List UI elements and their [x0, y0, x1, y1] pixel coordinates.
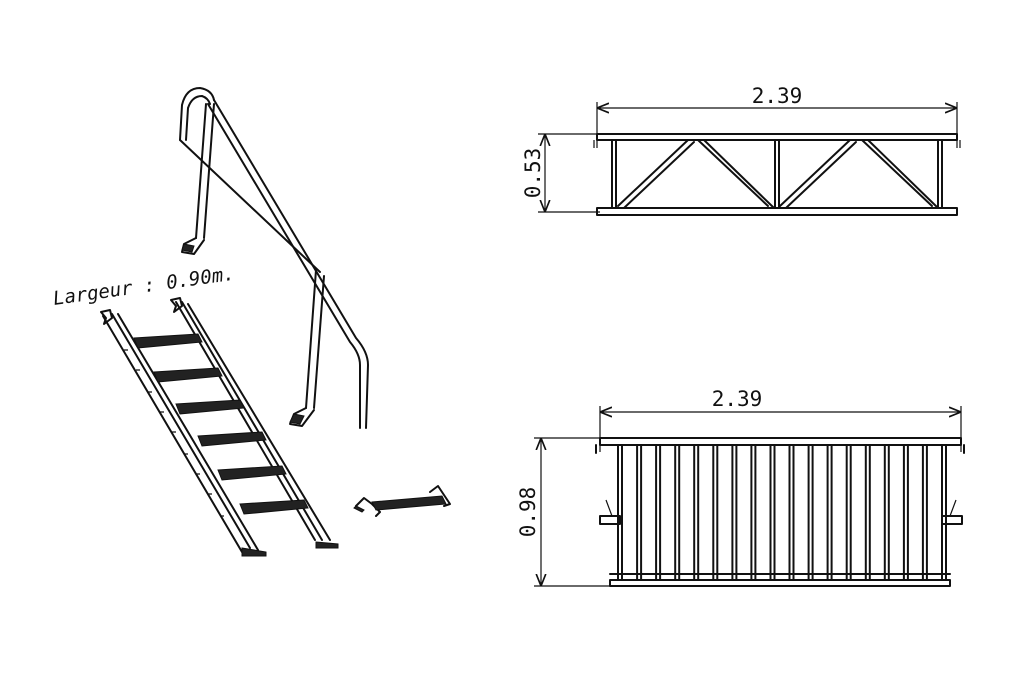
railing-length-label: 2.39 [712, 387, 763, 411]
handrail [179, 87, 369, 429]
tread-5 [217, 465, 287, 481]
tread-6 [239, 499, 309, 515]
truss-length-label: 2.39 [752, 84, 803, 108]
railing-height-label: 0.98 [516, 487, 540, 538]
truss-height-label: 0.53 [521, 148, 545, 199]
tread-2 [153, 367, 223, 383]
tread-3 [175, 399, 245, 415]
stair-isometric: Largeur : 0.90m. [52, 87, 451, 557]
stair-treads [133, 333, 309, 515]
loose-step [353, 485, 451, 517]
railing-elevation: 2.39 0.98 [516, 387, 965, 587]
truss-elevation: 2.39 0.53 [521, 84, 961, 216]
stringers [100, 297, 339, 557]
tread-1 [133, 333, 203, 349]
stair-width-label: Largeur : 0.90m. [52, 263, 236, 310]
railing-balusters [617, 444, 947, 581]
tread-4 [197, 431, 267, 447]
